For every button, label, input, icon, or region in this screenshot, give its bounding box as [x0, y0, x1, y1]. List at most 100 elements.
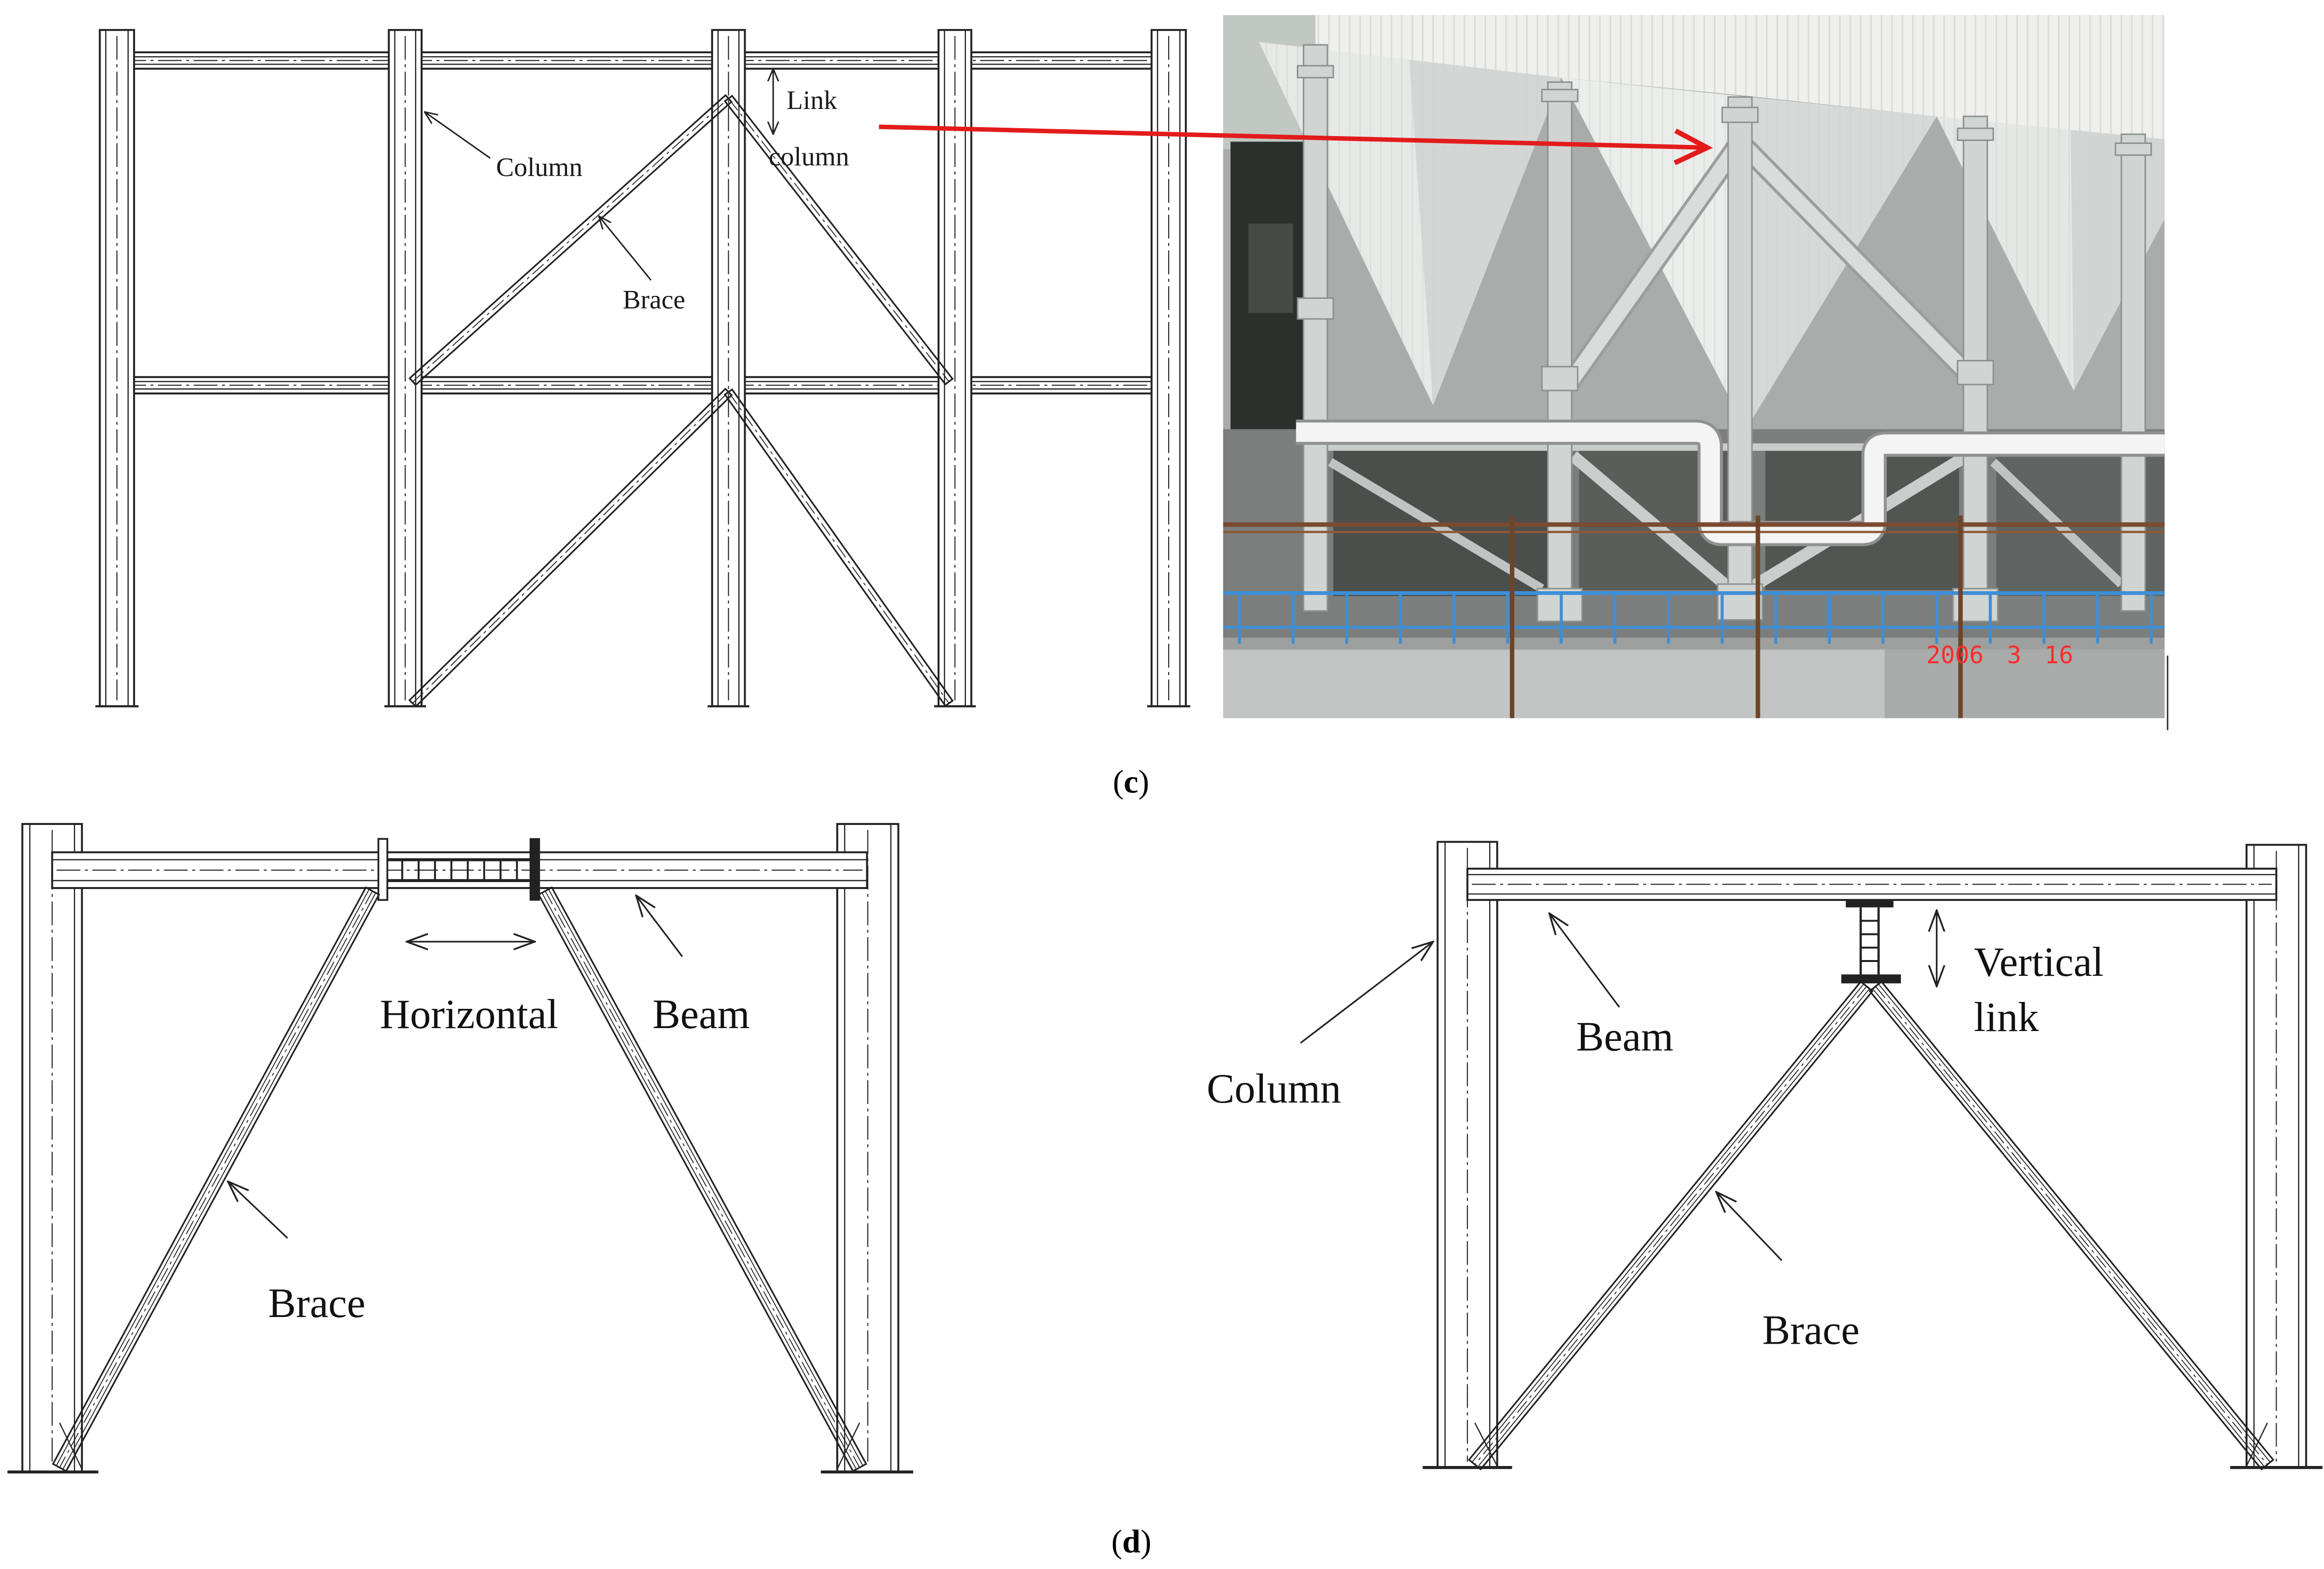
photo-v-brace-left-face — [1562, 137, 1747, 389]
brace-lower-left-centerline — [412, 392, 729, 704]
beam-label: Beam — [1576, 1014, 1673, 1060]
caption-c-letter: c — [1124, 764, 1139, 800]
caption-c: (c) — [1113, 764, 1149, 800]
photo-column-gusset — [1957, 359, 1994, 386]
photo-column-cap — [1541, 89, 1578, 103]
column-label: Column — [1207, 1066, 1341, 1112]
right-brace-inner-line — [541, 892, 857, 1470]
brace-upper-right-centerline — [728, 98, 950, 382]
right-brace-inner-line — [1878, 984, 2271, 1462]
left-brace-inner-line — [1471, 984, 1864, 1462]
panel-c-annotations: Link column Column Brace — [425, 69, 849, 315]
photo-upper-wall-texture — [1223, 15, 2165, 142]
right-column — [2245, 844, 2307, 1469]
left-brace-gusset — [1474, 1423, 1498, 1466]
link-column-label-line1: Link — [787, 85, 838, 115]
panel-d-horizontal-link-frame — [7, 823, 913, 1474]
right-column — [836, 823, 899, 1473]
left-brace-centerline — [1474, 986, 1867, 1465]
photo-rust-poles — [1509, 515, 1963, 718]
left-brace — [52, 886, 380, 1472]
highlight-arrow-link-column-to-photo — [879, 124, 1707, 147]
right-brace-outline — [1868, 980, 2275, 1471]
brace-lower-right-outline — [723, 388, 954, 707]
beam-leader-arrow — [1549, 913, 1620, 1008]
beam-leader-arrow — [636, 895, 683, 957]
photo-column-cap — [1296, 65, 1334, 78]
left-brace-gusset — [59, 1423, 83, 1469]
left-column — [21, 823, 83, 1473]
beam-label: Beam — [652, 992, 750, 1037]
brace-leader-arrow — [1716, 1192, 1783, 1261]
right-brace-outline — [537, 886, 867, 1472]
photo-dark-machinery-detail — [1248, 223, 1293, 313]
brace-label: Brace — [268, 1281, 365, 1326]
caption-d-close: ) — [1141, 1524, 1151, 1560]
left-brace — [1467, 980, 1874, 1471]
right-brace-inner-line — [1872, 988, 2265, 1467]
brace-leader-arrow — [599, 216, 652, 281]
photo-hopper-texture — [1936, 116, 2165, 391]
photo-column-gusset — [1541, 366, 1578, 392]
brace-label: Brace — [1762, 1307, 1859, 1353]
photo-column-gusset — [1296, 297, 1334, 320]
photo-column-cap — [2114, 142, 2152, 156]
left-brace-centerline — [59, 891, 373, 1468]
left-brace-outline — [1467, 980, 1874, 1471]
left-column — [1436, 841, 1499, 1469]
brace-lower-left — [408, 388, 733, 708]
photo-v-brace-right-face — [1734, 136, 1975, 381]
beam — [1466, 867, 2278, 901]
right-brace-gusset — [836, 1423, 860, 1469]
photo-date-stamp: 2006 3 16 — [1926, 642, 2073, 669]
left-brace-inner-line — [56, 889, 370, 1466]
vertical-link — [1841, 900, 1901, 984]
right-brace-inner-line — [548, 889, 863, 1466]
brace-label: Brace — [623, 285, 685, 315]
vertical-link-label-line2: link — [1974, 995, 2039, 1040]
brace-upper-right-outline — [723, 95, 954, 386]
brace-lower-left-outline — [408, 388, 733, 708]
brace-leader-arrow — [228, 1181, 288, 1239]
photo-ground-wall — [1884, 649, 2165, 718]
column-5 — [1150, 29, 1187, 708]
panel-d-left-annotations: Horizontal Beam Brace — [228, 895, 750, 1326]
right-brace — [1868, 980, 2275, 1471]
column-leader-arrow — [1300, 942, 1433, 1044]
caption-c-close: ) — [1138, 764, 1149, 800]
photo-lower-brace — [1569, 451, 1732, 592]
brace-lower-right-centerline — [728, 392, 950, 704]
photo-steel-hopper-structure: 2006 3 16 — [1223, 15, 2165, 718]
column-label: Column — [496, 152, 582, 182]
column-1 — [99, 29, 135, 708]
right-brace-centerline — [544, 891, 860, 1468]
link-column-label-line2: column — [769, 142, 849, 172]
brace-lower-right — [723, 388, 954, 707]
brace-upper-right — [723, 95, 954, 386]
horizontal-link-label: Horizontal — [380, 992, 558, 1037]
photo-column-cap — [1721, 107, 1759, 123]
brace-upper-left — [408, 94, 733, 386]
panel-c-braced-frame-drawing — [95, 29, 1190, 708]
middle-beam — [116, 376, 1169, 394]
column-3 — [711, 29, 746, 708]
photo-column-plinth — [1716, 583, 1763, 621]
top-beam — [116, 51, 1169, 70]
column-2 — [388, 29, 423, 708]
link-end-plate-right — [530, 838, 540, 901]
photo-hopper-texture — [1258, 41, 1562, 406]
beam — [51, 851, 868, 889]
left-brace-inner-line — [1477, 988, 1870, 1467]
vertical-link-label-line1: Vertical — [1974, 939, 2104, 985]
right-brace-centerline — [1875, 986, 2268, 1465]
brace-upper-left-outline — [408, 94, 733, 386]
photo-blue-railing — [1223, 591, 2165, 644]
caption-d: (d) — [1111, 1524, 1151, 1560]
photo-pipe — [1296, 422, 2165, 543]
photo-railing-posts — [1238, 593, 2153, 644]
right-brace — [537, 886, 867, 1472]
link-end-plate-left — [377, 838, 389, 901]
panel-d-vertical-link-frame — [1423, 841, 2323, 1471]
right-brace-gusset — [2246, 1423, 2268, 1466]
